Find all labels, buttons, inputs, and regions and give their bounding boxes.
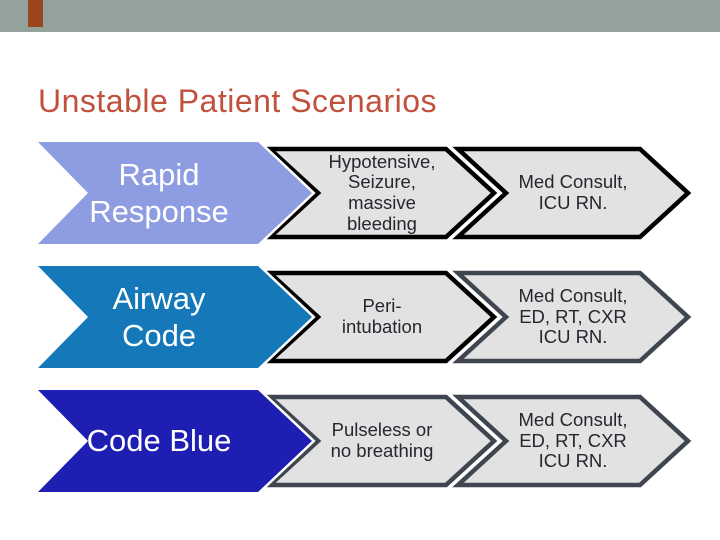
chevron-row2-response — [452, 270, 692, 364]
row2-scenario-label: Airway Code — [112, 280, 206, 353]
row2-response-label: Med Consult, ED, RT, CXR ICU RN. — [518, 284, 628, 348]
chevron-row1-scenario — [32, 139, 316, 247]
row2-trigger-label: Peri- intubation — [341, 295, 423, 337]
title-accent-mark — [28, 0, 43, 27]
chevron-row3-trigger — [264, 394, 498, 488]
row1-response-label: Med Consult, ICU RN. — [518, 171, 628, 213]
top-accent-band — [0, 0, 720, 32]
chevron-row3-response — [452, 394, 692, 488]
row1-scenario-label: Rapid Response — [89, 156, 229, 229]
row1-trigger-label: Hypotensive, Seizure, massive bleeding — [328, 150, 436, 234]
row3-response-label: Med Consult, ED, RT, CXR ICU RN. — [518, 408, 628, 472]
row3-trigger-label: Pulseless or no breathing — [330, 419, 434, 461]
chevron-row1-trigger — [264, 146, 498, 240]
chevron-row2-scenario — [32, 263, 316, 371]
row3-scenario-label: Code Blue — [86, 423, 232, 459]
chevron-row3-scenario — [32, 387, 316, 495]
chevron-row2-trigger — [264, 270, 498, 364]
slide-title: Unstable Patient Scenarios — [38, 83, 437, 120]
chevron-row1-response — [452, 146, 692, 240]
